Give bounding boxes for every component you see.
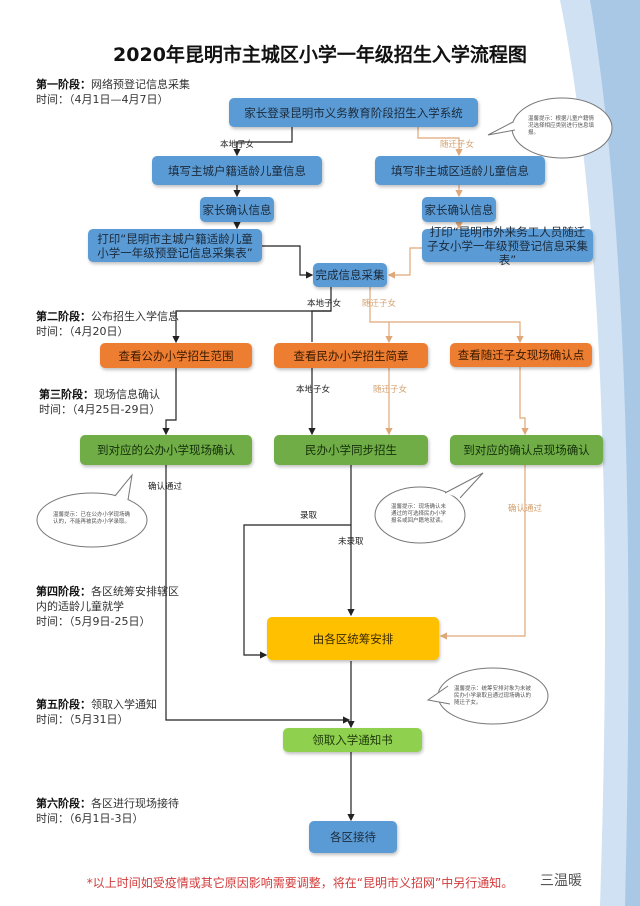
label-passed: 确认通过 [148,482,183,492]
node-private-enroll: 民办小学同步招生 [274,435,428,465]
label-local: 本地子女 [220,140,255,150]
tip-bubble: 温馨提示：根据儿童户籍情况选择相应类别进行信息填报。 [528,116,595,136]
label-passed: 确认通过 [508,504,543,514]
node-district: 由各区统筹安排 [267,617,439,660]
stage-6: 第六阶段：各区进行现场接待时间：（6月1日-3日） [36,797,179,825]
node-confirm-point: 到对应的确认点现场确认 [450,435,603,465]
stage-5: 第五阶段：领取入学通知时间：（5月31日） [36,698,157,726]
node-view-public: 查看公办小学招生范围 [100,343,252,368]
node-login: 家长登录昆明市义务教育阶段招生入学系统 [229,98,478,127]
node-fill-local: 填写主城户籍适龄儿童信息 [152,156,322,185]
node-confirm-public: 到对应的公办小学现场确认 [80,435,252,465]
label-migrant: 随迁子女 [362,299,397,309]
label-admitted: 录取 [300,509,318,521]
page-title: 2020年昆明市主城区小学一年级招生入学流程图 [113,44,527,66]
node-reception: 各区接待 [309,821,397,853]
label-local: 本地子女 [307,299,342,309]
stage-2: 第二阶段：公布招生入学信息时间：（4月20日） [36,310,179,338]
tip-bubble: 温馨提示：已在公办小学现场确认的，不能再被民办小学录取。 [53,512,131,525]
stage-4: 第四阶段：各区统筹安排辖区内的适龄儿童就学时间：（5月9日-25日） [36,585,179,628]
label-local: 本地子女 [296,385,331,395]
label-not-admitted: 未录取 [338,537,364,547]
node-print-local: 打印“昆明市主城户籍适龄儿童小学一年级预登记信息采集表” [88,229,262,262]
watermark: 三温暖 [540,873,582,889]
node-view-migrant: 查看随迁子女现场确认点 [450,343,592,367]
node-fill-migrant: 填写非主城区适龄儿童信息 [375,156,545,185]
node-complete: 完成信息采集 [313,263,387,287]
stage-3: 第三阶段：现场信息确认时间：（4月25日-29日） [39,388,161,416]
label-migrant: 随迁子女 [440,140,475,150]
tip-bubble: 温馨提示：现场确认未通过的可选择民办小学报名或回户籍地就读。 [391,504,447,524]
node-notice: 领取入学通知书 [283,728,422,752]
node-confirm-migrant: 家长确认信息 [422,197,496,222]
label-migrant: 随迁子女 [373,385,408,395]
tip-bubble: 温馨提示：统筹安排对象为未被民办小学录取且通过现场确认的随迁子女。 [454,686,532,706]
node-confirm-local: 家长确认信息 [200,197,274,222]
footnote: *以上时间如受疫情或其它原因影响需要调整，将在“昆明市义招网”中另行通知。 [86,876,514,890]
node-view-private: 查看民办小学招生简章 [274,343,428,368]
stage-1: 第一阶段：网络预登记信息采集时间：（4月1日—4月7日） [36,78,190,106]
